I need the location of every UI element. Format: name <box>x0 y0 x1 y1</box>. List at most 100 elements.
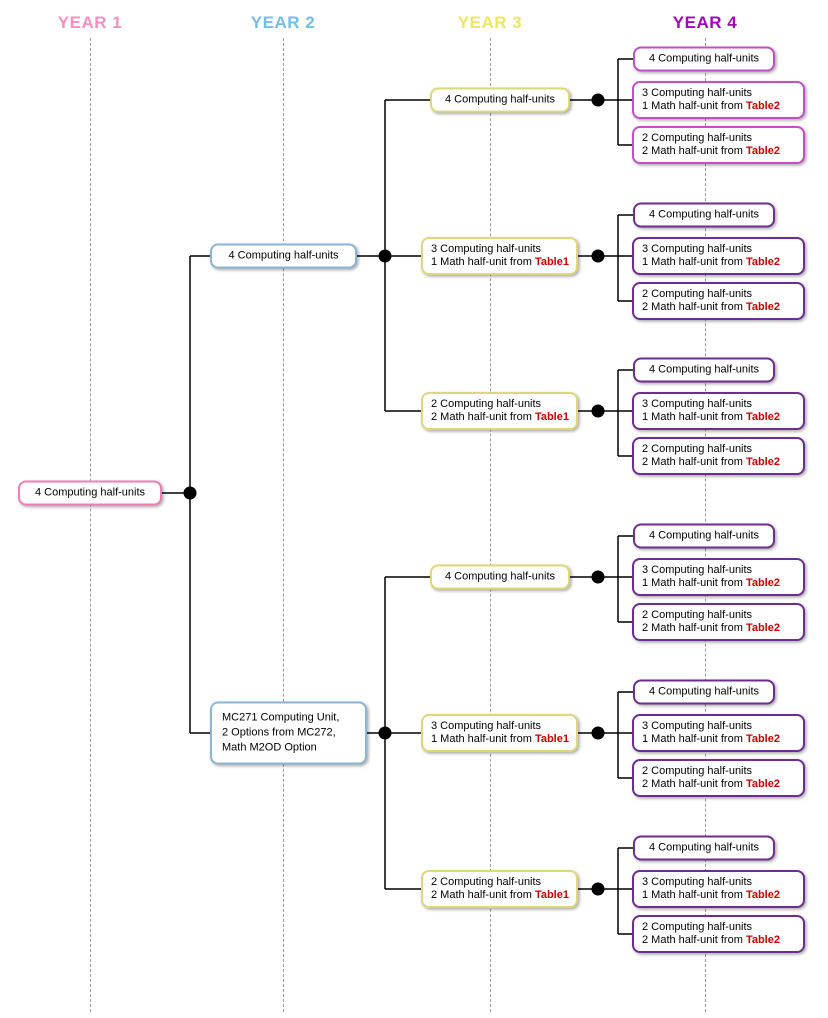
year2-box-mc271: MC271 Computing Unit, 2 Options from MC2… <box>210 701 367 765</box>
line-text: 2 Computing half-units <box>642 132 753 144</box>
line-text: 2 Computing half-units <box>642 609 753 621</box>
year4-box-3cu-1math: 3 Computing half-units 1 Math half-unit … <box>632 237 805 275</box>
table-ref: Table2 <box>745 622 780 634</box>
box-text-line: 4 Computing half-units <box>34 486 146 499</box>
year4-box-2cu-2math: 2 Computing half-units 2 Math half-unit … <box>632 437 805 475</box>
year2-guide-line <box>283 38 284 1012</box>
box-text-line: 2 Math half-unit from Table2 <box>642 622 795 635</box>
branch-dot <box>378 249 392 263</box>
connector-lines <box>162 58 633 935</box>
year1-header: YEAR 1 <box>57 13 123 32</box>
line-text: 1 Math half-unit from <box>642 100 746 112</box>
box-text-line: 2 Computing half-units <box>431 398 568 411</box>
box-text-line: 1 Math half-unit from Table2 <box>642 889 795 902</box>
year4-box-2cu-2math: 2 Computing half-units 2 Math half-unit … <box>632 915 805 953</box>
table-ref: Table2 <box>745 934 780 946</box>
year4-box-4cu: 4 Computing half-units <box>633 835 775 861</box>
year4-box-2cu-2math: 2 Computing half-units 2 Math half-unit … <box>632 282 805 320</box>
box-text-line: 2 Math half-unit from Table2 <box>642 934 795 947</box>
year3-box-4cu: 4 Computing half-units <box>430 564 570 590</box>
branch-dots <box>183 93 605 896</box>
box-text-line: 2 Math half-unit from Table1 <box>431 889 569 902</box>
box-text-line: 2 Math half-unit from Table2 <box>642 778 795 791</box>
line-text: 1 Math half-unit from <box>642 733 746 745</box>
table-ref: Table2 <box>745 733 780 745</box>
year4-box-4cu: 4 Computing half-units <box>633 679 775 705</box>
line-text: 3 Computing half-units <box>642 87 753 99</box>
box-text-line: 1 Math half-unit from Table1 <box>431 733 569 746</box>
year4-header: YEAR 4 <box>672 13 738 32</box>
box-text-line: 1 Math half-unit from Table1 <box>431 256 569 269</box>
year4-box-3cu-1math: 3 Computing half-units 1 Math half-unit … <box>632 392 805 430</box>
box-text-line: 4 Computing half-units <box>444 570 556 583</box>
box-text-line: 2 Math half-unit from Table2 <box>642 456 795 469</box>
branch-dot <box>591 93 605 107</box>
year4-box-4cu: 4 Computing half-units <box>633 202 775 228</box>
year4-box-3cu-1math: 3 Computing half-units 1 Math half-unit … <box>632 81 805 119</box>
line-text: 2 Computing half-units <box>642 443 753 455</box>
line-text: 3 Computing half-units <box>642 720 753 732</box>
box-text-line: 4 Computing half-units <box>648 529 760 542</box>
box-text-line: 3 Computing half-units <box>642 398 795 411</box>
year4-box-3cu-1math: 3 Computing half-units 1 Math half-unit … <box>632 870 805 908</box>
box-text-line: 1 Math half-unit from Table2 <box>642 733 795 746</box>
line-text: 2 Math half-unit from <box>642 301 746 313</box>
box-text-line: 2 Computing half-units <box>642 921 795 934</box>
box-text-line: 3 Computing half-units <box>642 564 795 577</box>
line-text: 2 Math half-unit from <box>642 622 746 634</box>
table-ref: Table2 <box>745 577 780 589</box>
line-text: 1 Math half-unit from <box>431 256 535 268</box>
line-text: 1 Math half-unit from <box>642 889 746 901</box>
box-text-line: 4 Computing half-units <box>228 249 339 262</box>
box-text-line: 4 Computing half-units <box>648 52 760 65</box>
year3-box-4cu: 4 Computing half-units <box>430 87 570 113</box>
year3-box-2cu-2math: 2 Computing half-units 2 Math half-unit … <box>421 392 578 430</box>
box-text-line: 2 Math half-unit from Table1 <box>431 411 569 424</box>
table-ref: Table1 <box>534 889 569 901</box>
box-text-line: 2 Options from MC272, <box>222 726 336 739</box>
table-ref: Table2 <box>745 145 780 157</box>
box-text-line: 3 Computing half-units <box>642 87 795 100</box>
year3-box-3cu-1math: 3 Computing half-units 1 Math half-unit … <box>421 237 578 275</box>
table-ref: Table1 <box>534 733 569 745</box>
box-text-line: 4 Computing half-units <box>444 93 556 106</box>
line-text: 3 Computing half-units <box>642 564 753 576</box>
line-text: 2 Computing half-units <box>431 876 542 888</box>
box-text-line: 1 Math half-unit from Table2 <box>642 411 795 424</box>
line-text: 3 Computing half-units <box>642 876 753 888</box>
table-ref: Table2 <box>745 100 780 112</box>
year1-guide-line <box>90 38 91 1012</box>
box-text-line: 3 Computing half-units <box>431 243 568 256</box>
branch-dot <box>591 882 605 896</box>
year4-box-4cu: 4 Computing half-units <box>633 523 775 549</box>
box-text-line: 2 Computing half-units <box>642 288 795 301</box>
table-ref: Table2 <box>745 456 780 468</box>
year3-guide-line <box>490 38 491 1012</box>
box-text-line: 2 Computing half-units <box>431 876 568 889</box>
branch-dot <box>591 249 605 263</box>
line-text: 1 Math half-unit from <box>642 411 746 423</box>
box-text-line: 2 Computing half-units <box>642 765 795 778</box>
table-ref: Table1 <box>534 411 569 423</box>
table-ref: Table2 <box>745 889 780 901</box>
table-ref: Table2 <box>745 778 780 790</box>
box-text-line: 4 Computing half-units <box>648 208 760 221</box>
box-text-line: 2 Computing half-units <box>642 609 795 622</box>
year4-box-2cu-2math: 2 Computing half-units 2 Math half-unit … <box>632 603 805 641</box>
table-ref: Table1 <box>534 256 569 268</box>
box-text-line: 2 Math half-unit from Table2 <box>642 145 795 158</box>
year2-header: YEAR 2 <box>250 13 316 32</box>
table-ref: Table2 <box>745 411 780 423</box>
year4-box-2cu-2math: 2 Computing half-units 2 Math half-unit … <box>632 759 805 797</box>
box-text-line: 3 Computing half-units <box>642 720 795 733</box>
box-text-line: 3 Computing half-units <box>642 876 795 889</box>
year1-box-4cu: 4 Computing half-units <box>18 480 162 506</box>
box-text-line: 3 Computing half-units <box>642 243 795 256</box>
line-text: 2 Computing half-units <box>642 288 753 300</box>
box-text-line: 3 Computing half-units <box>431 720 568 733</box>
line-text: 2 Computing half-units <box>642 765 753 777</box>
year3-box-2cu-2math: 2 Computing half-units 2 Math half-unit … <box>421 870 578 908</box>
box-text-line: Math M2OD Option <box>222 741 317 754</box>
